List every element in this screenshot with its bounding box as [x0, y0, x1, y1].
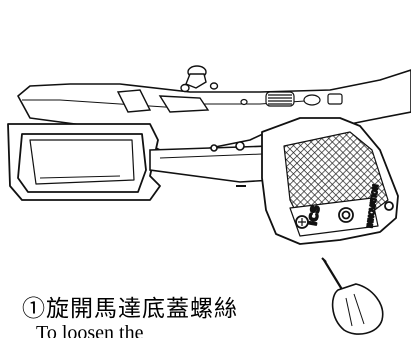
magazine-well	[7, 123, 161, 201]
fire-selector	[240, 91, 343, 107]
screwdriver-tool	[321, 257, 384, 335]
trigger-guard	[149, 141, 273, 187]
step-caption-english: To loosen the	[36, 323, 144, 338]
pistol-grip: ICS INNOVATION	[261, 117, 399, 245]
step-caption: ①旋開馬達底蓋螺絲	[22, 296, 238, 322]
grip-logo-text: ICS	[306, 204, 322, 226]
selector-lever	[116, 65, 219, 113]
